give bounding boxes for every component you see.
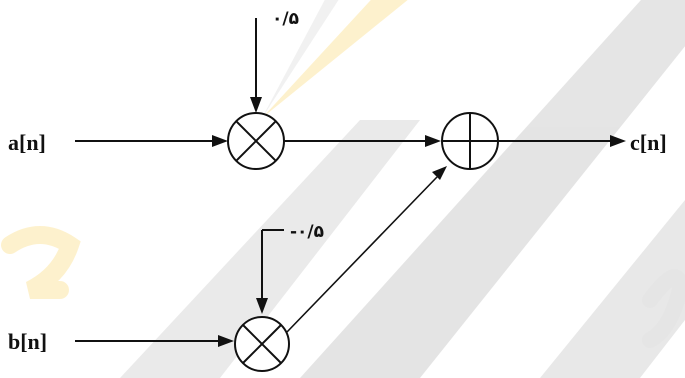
watermark-beam: [262, 0, 408, 118]
arrowhead-a: [212, 135, 228, 147]
multiplier-top-node: [227, 112, 285, 170]
multiplier-bottom-node: [234, 316, 290, 372]
wire-bottom-to-adder: [286, 176, 438, 333]
adder-node: [441, 112, 499, 170]
arrowhead-to-adder: [425, 135, 441, 147]
arrowhead-output: [610, 135, 626, 147]
watermark-glyph-right: [642, 269, 685, 348]
watermark-stripe-1: [300, 0, 685, 378]
output-c-label: c[n]: [630, 130, 667, 155]
coefficient-top-label: ۰/۵: [272, 9, 299, 29]
input-b-label: b[n]: [8, 329, 47, 354]
arrowhead-coef-top: [250, 97, 262, 113]
watermark-glyph-left: [1, 226, 81, 299]
watermark-beam-2: [262, 0, 339, 118]
watermark-stripe-2: [120, 120, 420, 378]
input-a-label: a[n]: [8, 130, 46, 155]
coefficient-bottom-label: -۰/۵: [290, 222, 324, 242]
arrowhead-coef-bottom: [256, 298, 268, 314]
arrowhead-bottom-to-adder: [432, 166, 447, 180]
arrowhead-b: [218, 335, 234, 347]
